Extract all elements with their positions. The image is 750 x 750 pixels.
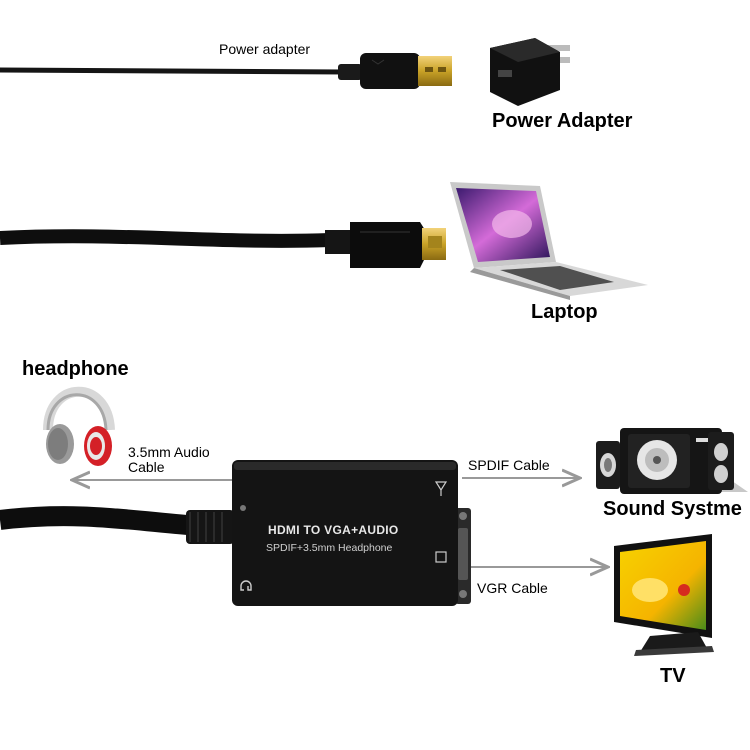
device-label-line2: SPDIF+3.5mm Headphone <box>266 542 393 554</box>
headphone-title: headphone <box>22 358 129 380</box>
tv-icon <box>614 534 714 656</box>
laptop-title: Laptop <box>531 301 598 323</box>
audio-cable-label: 3.5mm Audio Cable <box>128 445 210 475</box>
tv-title: TV <box>660 665 686 687</box>
power-adapter-title: Power Adapter <box>492 110 633 132</box>
power-adapter-cable-label: Power adapter <box>219 41 311 57</box>
headphone-icon <box>43 386 115 466</box>
vga-cable-label: VGR Cable <box>477 580 548 596</box>
headphone-jack-icon <box>240 580 252 591</box>
spdif-port-icon <box>434 481 448 496</box>
audio-cable-label-line2: Cable <box>128 459 165 475</box>
usb-plug-icon <box>418 56 452 86</box>
spdif-cable-label: SPDIF Cable <box>468 457 550 473</box>
hdmi-cable <box>0 222 446 268</box>
power-adapter-icon <box>490 38 570 106</box>
laptop-icon <box>450 182 648 300</box>
converter-box <box>232 460 458 606</box>
device-label-line1: HDMI TO VGA+AUDIO <box>268 523 399 537</box>
vga-connector <box>455 508 471 604</box>
vga-port-icon <box>435 551 447 563</box>
converter-hdmi-cable <box>0 506 234 544</box>
hdmi-plug-icon <box>422 228 446 260</box>
usb-power-cable <box>0 53 452 89</box>
speaker-system-icon <box>596 428 748 494</box>
audio-cable-label-line1: 3.5mm Audio <box>128 444 210 460</box>
sound-system-title: Sound Systme <box>603 498 742 520</box>
